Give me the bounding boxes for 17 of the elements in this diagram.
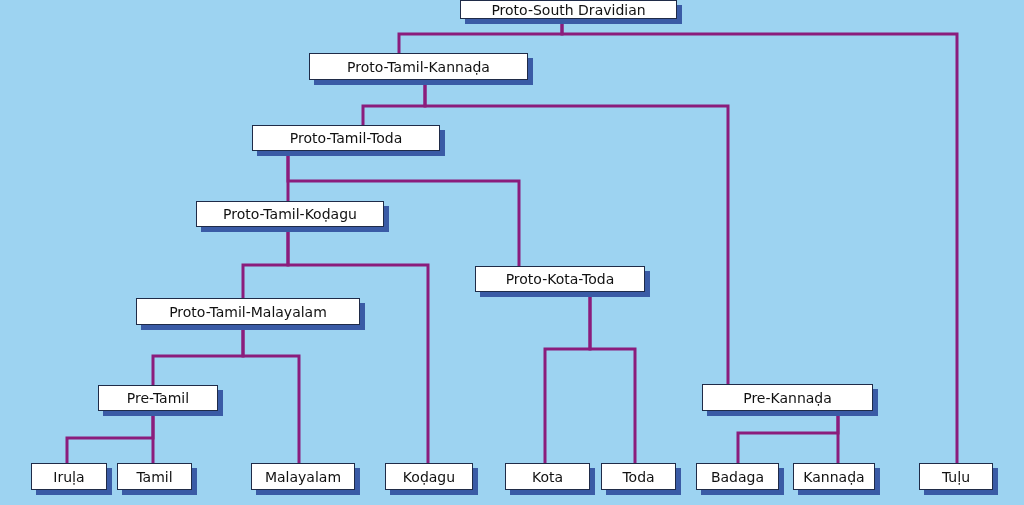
language-name: Kota: [531, 468, 564, 485]
language-name: Proto-Tamil-Kannaḍa: [347, 58, 490, 75]
language-name: Proto-Tamil-Malayalam: [169, 303, 327, 320]
language-name: Pre-Tamil: [126, 390, 190, 406]
language-name: Iruḷa: [53, 468, 85, 485]
language-name: Pre-Kannaḍa: [743, 389, 832, 406]
language-name: Proto-South Dravidian: [491, 1, 646, 18]
language-name: Tamil: [136, 468, 173, 485]
language-name: Proto-Kota-Toda: [505, 271, 615, 287]
language-name: Toda: [622, 468, 655, 485]
language-name: Malayalam: [264, 468, 342, 485]
language-name: Badaga: [710, 468, 765, 485]
language-name: Proto-Tamil-Toda: [289, 130, 403, 146]
language-name: Proto-Tamil-Koḍagu: [223, 206, 357, 222]
language-name: Tuḷu: [941, 468, 971, 485]
language-name: Koḍagu: [402, 468, 456, 485]
language-name: Kannaḍa: [803, 468, 865, 485]
